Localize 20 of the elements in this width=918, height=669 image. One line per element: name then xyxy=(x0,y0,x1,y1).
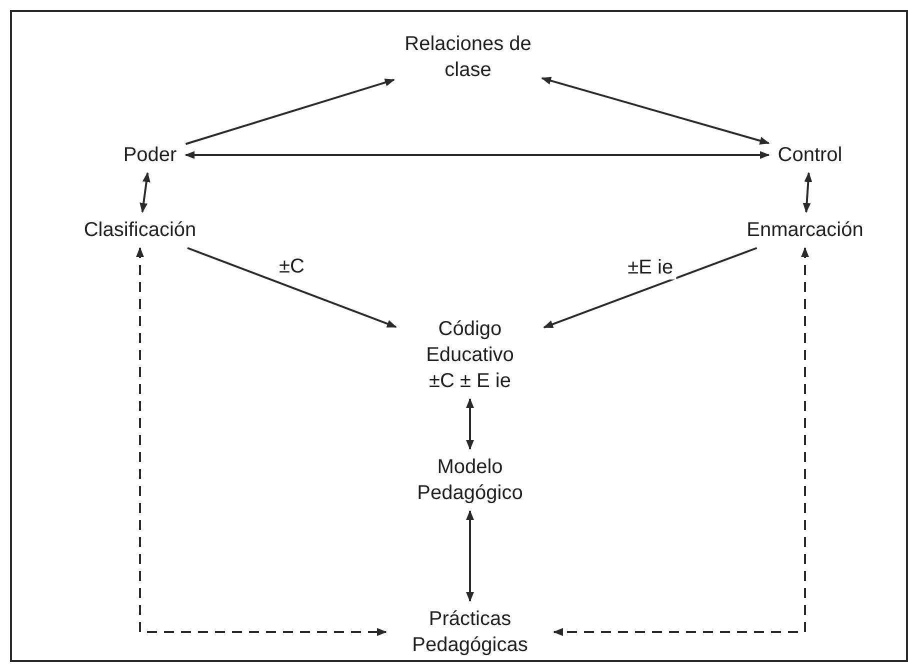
concept-label: Prácticas Pedagógicas xyxy=(411,607,529,658)
arrow xyxy=(466,510,474,602)
dashed-arrow xyxy=(553,247,809,636)
concept-label: ±C ± E ie xyxy=(428,369,512,394)
arrow xyxy=(184,151,770,159)
arrow xyxy=(140,172,150,213)
concept-label: Modelo Pedagógico xyxy=(416,455,524,506)
arrow xyxy=(187,247,397,328)
arrow xyxy=(543,247,758,328)
arrow xyxy=(541,76,770,145)
dashed-arrow xyxy=(136,247,387,636)
concept-label: Control xyxy=(778,143,842,168)
arrow xyxy=(802,172,812,213)
concept-label: Clasificación xyxy=(84,218,196,243)
concept-label: Código Educativo xyxy=(425,317,515,368)
concept-label: Poder xyxy=(123,143,177,168)
arrow xyxy=(185,78,395,145)
arrow xyxy=(466,398,474,450)
concept-label: Enmarcación xyxy=(746,218,864,243)
concept-label: Relaciones de clase xyxy=(404,32,532,83)
